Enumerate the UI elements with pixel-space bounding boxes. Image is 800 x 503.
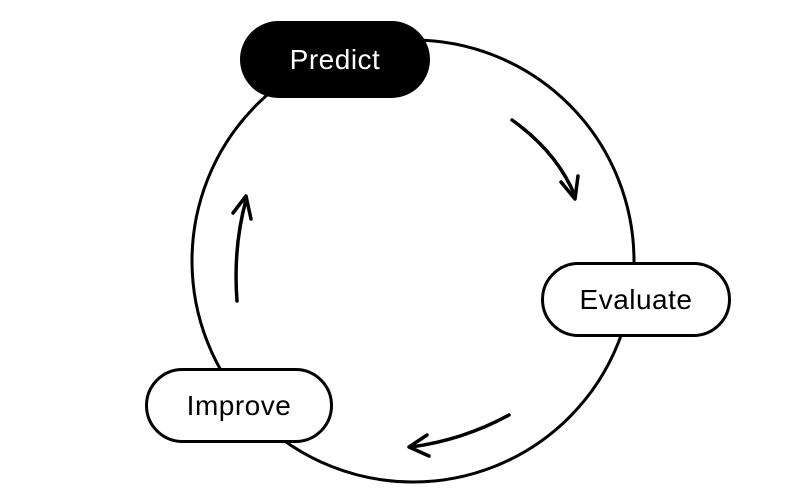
node-predict-label: Predict xyxy=(289,43,381,75)
node-evaluate-label: Evaluate xyxy=(579,283,693,315)
node-predict: Predict xyxy=(240,21,430,98)
node-evaluate: Evaluate xyxy=(541,262,731,337)
arrow-predict-to-evaluate xyxy=(510,118,580,201)
arrow-improve-to-predict xyxy=(231,194,253,303)
node-improve: Improve xyxy=(145,368,333,443)
node-improve-label: Improve xyxy=(186,389,292,421)
arrow-evaluate-to-improve xyxy=(407,413,511,458)
